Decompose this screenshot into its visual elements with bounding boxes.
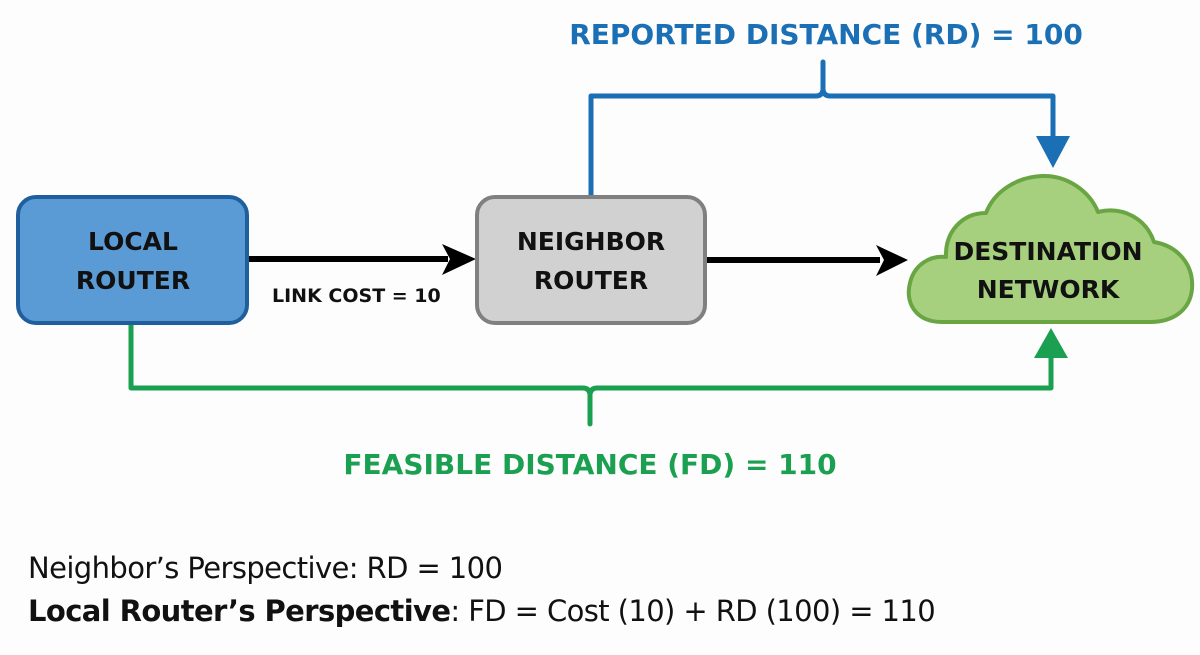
destination-network-label-line1: DESTINATION bbox=[953, 237, 1142, 266]
link-arrowhead-icon bbox=[442, 244, 476, 275]
reported-distance-bracket: REPORTED DISTANCE (RD) = 100 bbox=[569, 18, 1083, 196]
link-neighbor-to-destination bbox=[705, 245, 908, 276]
local-router-label-line1: LOCAL bbox=[88, 227, 178, 256]
feasible-distance-arrowhead bbox=[1034, 328, 1068, 358]
reported-distance-label: REPORTED DISTANCE (RD) = 100 bbox=[569, 18, 1083, 51]
neighbor-router-label-line1: NEIGHBOR bbox=[517, 227, 665, 256]
link-cost-label: LINK COST = 10 bbox=[272, 285, 441, 307]
local-perspective-caption: Local Router’s Perspective: FD = Cost (1… bbox=[28, 594, 936, 628]
local-router-node: LOCAL ROUTER bbox=[16, 195, 249, 325]
destination-network-node: DESTINATION NETWORK bbox=[906, 173, 1195, 324]
local-router-label-line2: ROUTER bbox=[76, 266, 190, 295]
destination-network-label-line2: NETWORK bbox=[977, 275, 1121, 304]
cloud-icon bbox=[906, 173, 1195, 324]
feasible-distance-path bbox=[128, 322, 1054, 427]
neighbor-router-label-line2: ROUTER bbox=[534, 266, 648, 295]
neighbor-router-node: NEIGHBOR ROUTER bbox=[475, 195, 707, 325]
local-perspective-label: Local Router’s Perspective bbox=[28, 594, 451, 628]
link-arrowhead-icon bbox=[876, 245, 908, 276]
reported-distance-arrowhead bbox=[1036, 136, 1070, 168]
reported-distance-path bbox=[588, 59, 1056, 196]
local-perspective-formula: : FD = Cost (10) + RD (100) = 110 bbox=[450, 594, 936, 628]
neighbor-perspective-caption: Neighbor’s Perspective: RD = 100 bbox=[28, 551, 503, 585]
feasible-distance-bracket: FEASIBLE DISTANCE (FD) = 110 bbox=[128, 322, 1068, 481]
link-local-to-neighbor: LINK COST = 10 bbox=[247, 244, 476, 307]
feasible-distance-label: FEASIBLE DISTANCE (FD) = 110 bbox=[343, 448, 836, 481]
